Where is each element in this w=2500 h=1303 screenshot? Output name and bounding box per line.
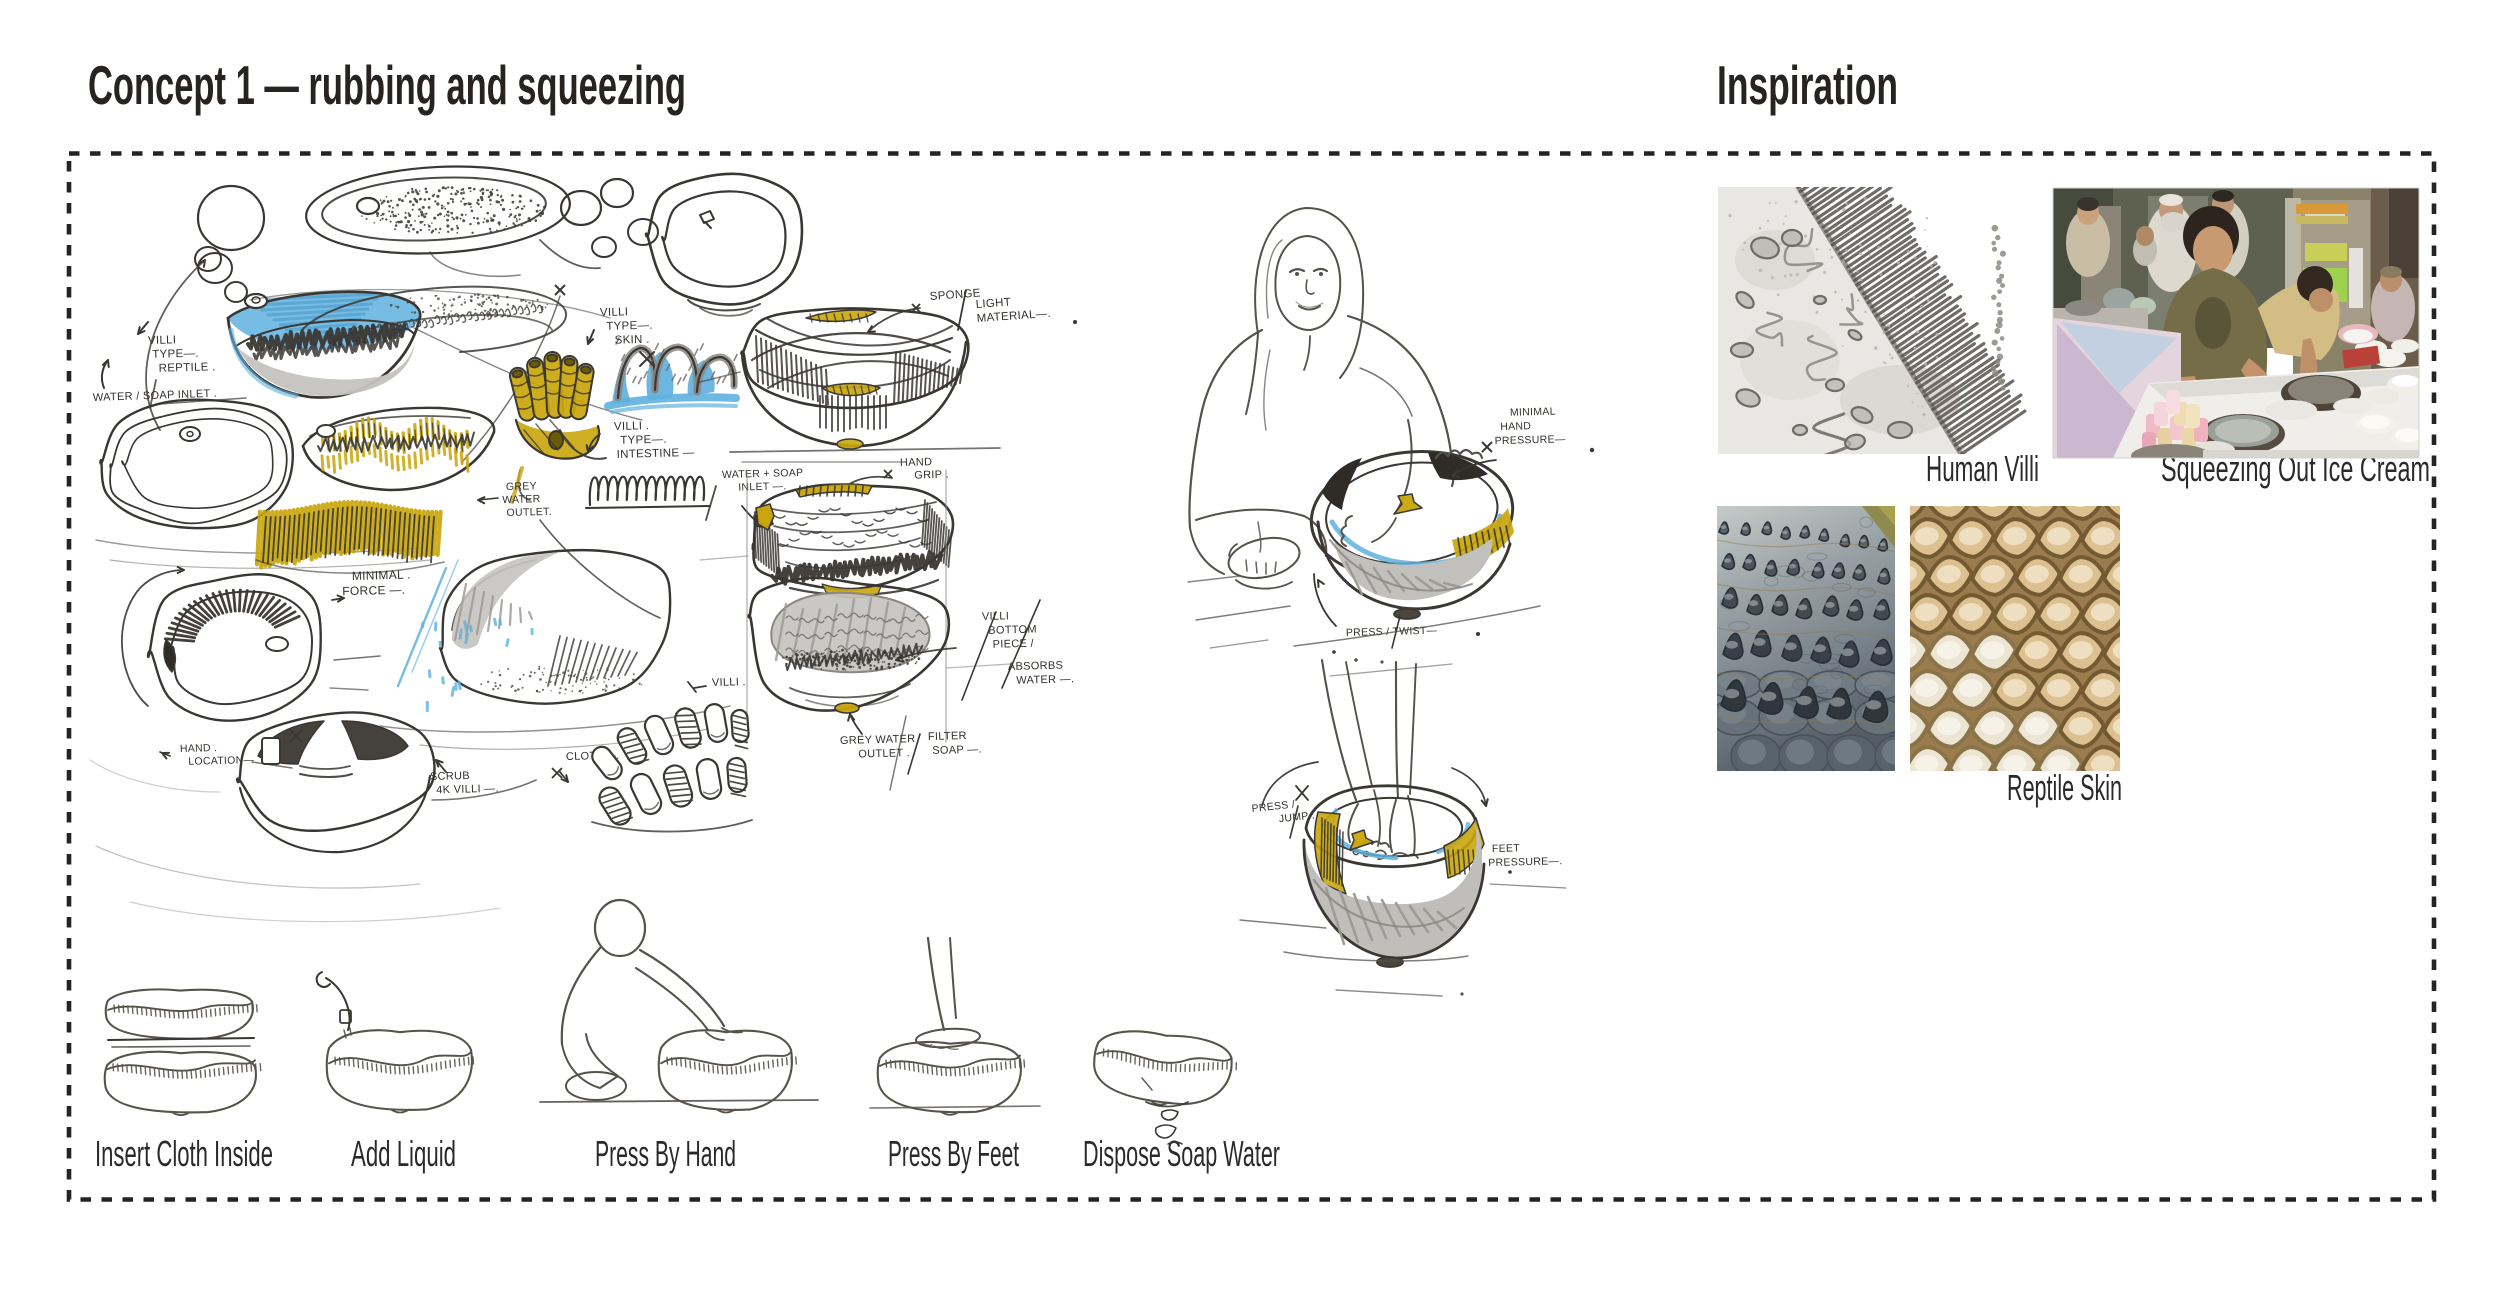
svg-text:Press By Feet: Press By Feet: [888, 1133, 1019, 1174]
svg-text:INTESTINE —: INTESTINE —: [616, 447, 695, 461]
svg-text:HAND: HAND: [900, 456, 933, 469]
svg-text:SKIN .: SKIN .: [614, 334, 649, 347]
svg-text:Human Villi: Human Villi: [1926, 448, 2039, 489]
svg-text:REPTILE .: REPTILE .: [158, 361, 215, 374]
svg-text:OUTLET .: OUTLET .: [858, 747, 910, 760]
svg-text:Reptile Skin: Reptile Skin: [2007, 767, 2122, 808]
svg-text:4K VILLI —.: 4K VILLI —.: [436, 783, 499, 797]
svg-text:WATER: WATER: [502, 493, 541, 506]
svg-text:MINIMAL: MINIMAL: [1510, 406, 1556, 419]
svg-text:VILLI: VILLI: [148, 334, 177, 347]
svg-text:TYPE—.: TYPE—.: [152, 348, 199, 361]
svg-text:VILLI .: VILLI .: [614, 420, 650, 433]
svg-text:GREY: GREY: [506, 480, 537, 493]
svg-text:GREY WATER: GREY WATER: [840, 733, 916, 747]
svg-text:VILLI: VILLI: [600, 306, 629, 319]
svg-text:TYPE—.: TYPE—.: [620, 434, 667, 447]
svg-text:INLET —.: INLET —.: [738, 480, 787, 493]
svg-text:SCRUB: SCRUB: [430, 770, 470, 783]
svg-text:VILLI .: VILLI .: [712, 676, 746, 689]
svg-text:Add Liquid: Add Liquid: [351, 1133, 456, 1174]
svg-text:LIGHT: LIGHT: [975, 297, 1011, 311]
svg-text:Press By Hand: Press By Hand: [595, 1133, 736, 1174]
svg-text:PIECE /: PIECE /: [992, 638, 1034, 651]
svg-text:HAND: HAND: [1500, 420, 1531, 433]
svg-text:LOCATION—: LOCATION—: [188, 754, 255, 768]
svg-text:GRIP .: GRIP .: [914, 469, 949, 482]
svg-text:ABSORBS: ABSORBS: [1008, 660, 1064, 673]
svg-text:WATER + SOAP: WATER + SOAP: [722, 467, 804, 481]
svg-text:WATER —.: WATER —.: [1016, 673, 1074, 687]
svg-text:Insert Cloth Inside: Insert Cloth Inside: [95, 1133, 273, 1174]
svg-text:Inspiration: Inspiration: [1717, 54, 1898, 116]
svg-text:FORCE —.: FORCE —.: [342, 583, 405, 599]
svg-text:MINIMAL .: MINIMAL .: [352, 567, 411, 583]
svg-text:TYPE—.: TYPE—.: [606, 320, 653, 333]
svg-text:Dispose Soap Water: Dispose Soap Water: [1083, 1133, 1280, 1174]
svg-text:FILTER: FILTER: [928, 730, 967, 743]
svg-text:FEET: FEET: [1492, 842, 1521, 855]
svg-text:HAND .: HAND .: [180, 742, 218, 755]
svg-text:OUTLET.: OUTLET.: [506, 506, 552, 519]
svg-text:SOAP —.: SOAP —.: [932, 744, 982, 757]
svg-text:Concept 1 — rubbing and squeez: Concept 1 — rubbing and squeezing: [88, 54, 686, 116]
svg-text:PRESSURE—: PRESSURE—: [1494, 433, 1565, 447]
svg-text:PRESSURE—.: PRESSURE—.: [1488, 855, 1562, 869]
